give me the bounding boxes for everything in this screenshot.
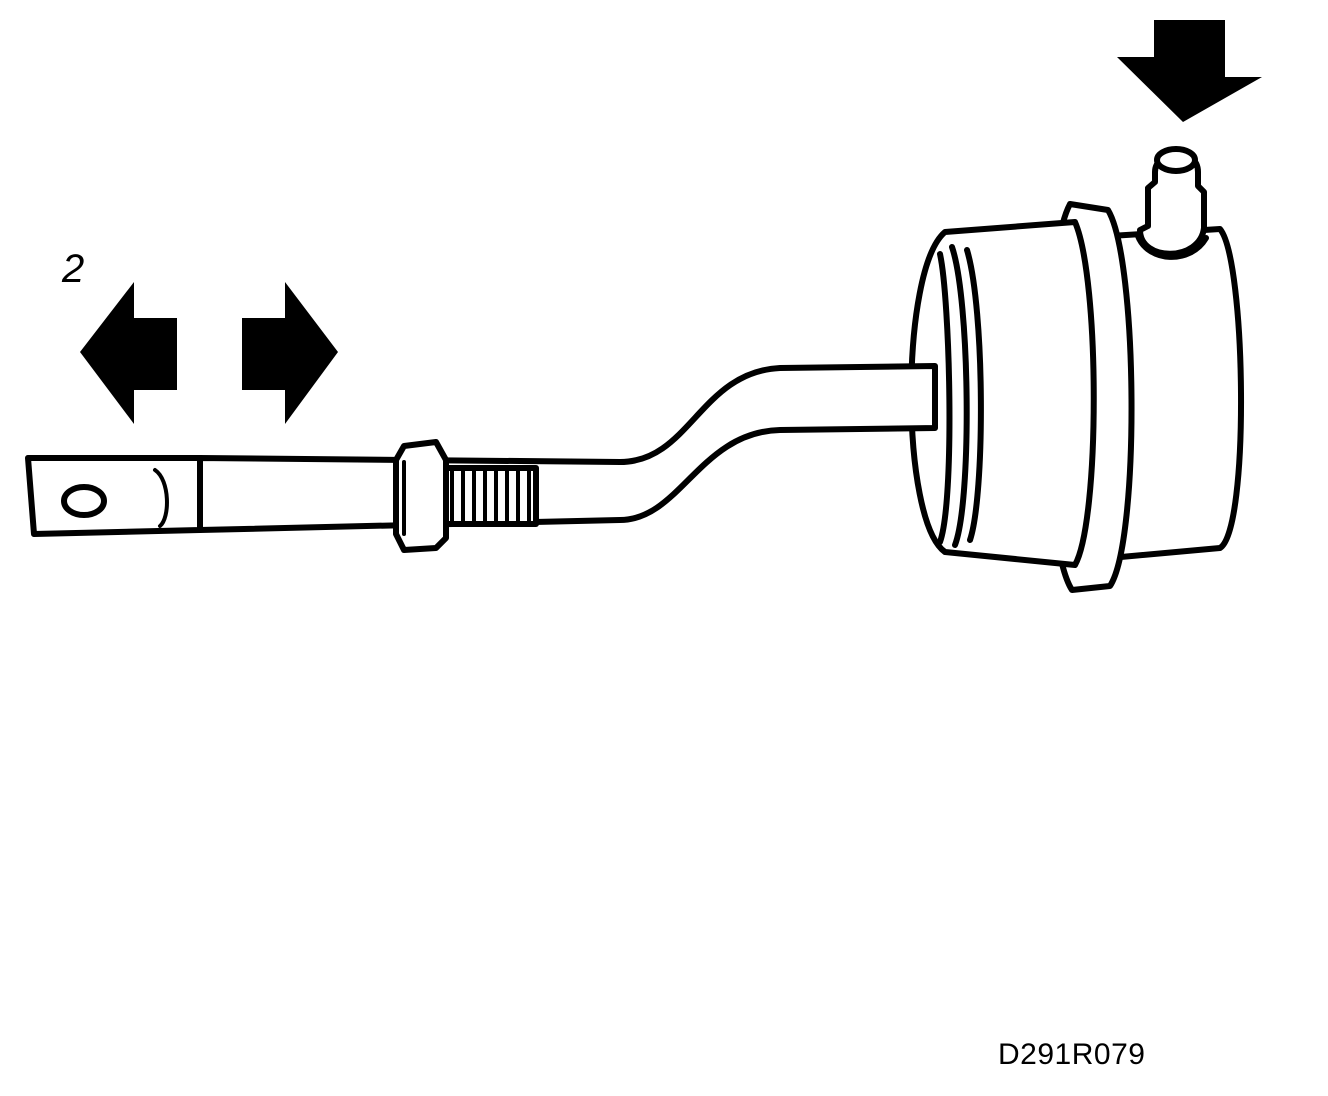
eyelet-hole	[61, 484, 107, 518]
canister-front-ring	[937, 244, 984, 548]
wastegate-actuator	[25, 146, 1245, 593]
actuator-rod	[197, 363, 938, 533]
thread-lines	[450, 466, 531, 526]
lock-nut	[393, 439, 449, 553]
figure-code: D291R079	[998, 1038, 1146, 1071]
nipple-collar	[1135, 233, 1209, 260]
nipple-top	[1154, 146, 1198, 174]
canister-front	[908, 219, 1097, 568]
callout-number: 2	[61, 247, 84, 291]
rod-end-bevel	[153, 468, 169, 528]
canister-body	[1107, 226, 1245, 561]
adjust-left-arrow	[80, 282, 177, 424]
pressure-inlet-arrow	[1117, 20, 1262, 122]
adjust-right-arrow	[242, 282, 338, 424]
rod-end-eyelet	[25, 455, 203, 537]
